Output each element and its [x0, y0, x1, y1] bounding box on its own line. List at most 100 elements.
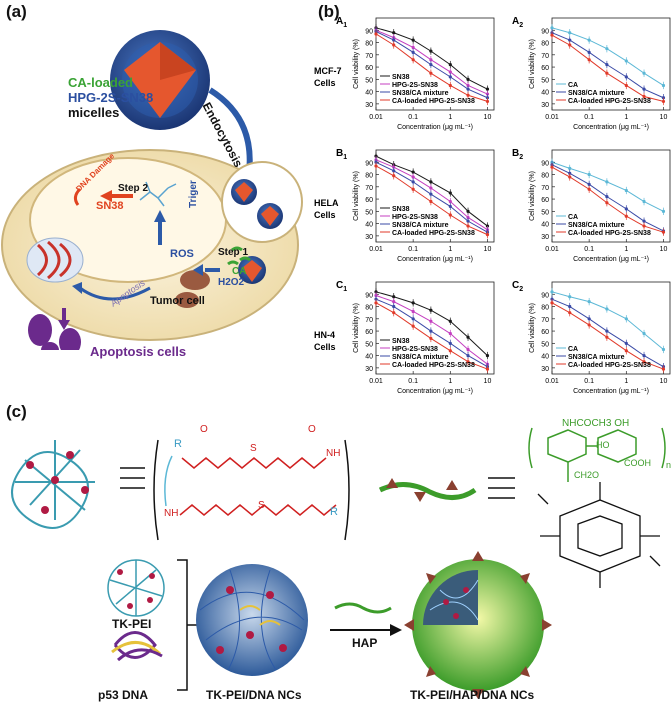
data-point [374, 301, 378, 305]
legend-entry: CA-loaded HPG-2S-SN38 [392, 362, 475, 369]
y-tick-label: 90 [541, 292, 549, 299]
data-point [429, 319, 433, 323]
small-micelle-icon [257, 203, 283, 229]
p53-dna-icon [111, 631, 163, 662]
data-point [605, 195, 609, 199]
triger-label: Triger [188, 180, 199, 208]
tk-pei-dna-nc-label: TK-PEI/DNA NCs [206, 688, 302, 702]
data-point [642, 354, 646, 358]
y-tick-label: 40 [541, 354, 549, 361]
legend-entry: HPG-2S-SN38 [392, 214, 438, 221]
subplot-label-B1: B1 [336, 148, 347, 161]
legend-entry: SN38 [392, 74, 410, 81]
y-tick-label: 90 [365, 160, 373, 167]
data-point [411, 45, 415, 50]
data-point [466, 87, 470, 91]
y-tick-label: 30 [365, 366, 373, 373]
data-point [624, 214, 628, 218]
subplot-label-B2: B2 [512, 148, 523, 161]
data-point [661, 347, 666, 352]
hyaluronic-acid-structure [528, 427, 666, 482]
data-point [550, 26, 554, 30]
apoptotic-cell-icon [28, 314, 52, 346]
data-point [466, 215, 470, 220]
y-tick-label: 70 [541, 185, 549, 192]
data-point [466, 347, 470, 352]
y-axis-label: Cell viability (%) [529, 171, 536, 221]
data-point [411, 324, 415, 328]
data-point [448, 75, 452, 79]
y-tick-label: 60 [365, 329, 373, 336]
y-tick-label: 30 [541, 366, 549, 373]
x-tick-label: 1 [448, 378, 452, 385]
y-tick-label: 90 [365, 292, 373, 299]
row-label: HN-4 [314, 330, 335, 340]
legend-entry: SN38/CA mixture [392, 90, 449, 97]
y-tick-label: 80 [365, 305, 373, 312]
data-point [429, 49, 433, 53]
subplot-label-A2: A2 [512, 16, 523, 29]
x-tick-label: 0.1 [584, 114, 594, 121]
x-tick-label: 0.1 [408, 114, 418, 121]
y-tick-label: 60 [541, 329, 549, 336]
y-tick-label: 60 [365, 197, 373, 204]
nh-label: NH [326, 448, 341, 459]
ca-loaded-label: CA-loaded [68, 75, 133, 90]
panel-label-c: (c) [6, 402, 27, 421]
y-tick-label: 50 [365, 77, 373, 84]
data-point [411, 170, 415, 174]
data-point [448, 191, 452, 195]
data-point [411, 301, 415, 305]
data-point [624, 341, 628, 345]
y-tick-label: 30 [365, 234, 373, 241]
data-point [466, 360, 470, 364]
legend-entry: HPG-2S-SN38 [392, 82, 438, 89]
legend-entry: CA [568, 214, 578, 221]
data-point [448, 213, 452, 217]
y-axis-label: Cell viability (%) [529, 39, 536, 89]
x-tick-label: 1 [448, 114, 452, 121]
y-tick-label: 50 [541, 341, 549, 348]
data-point [466, 224, 470, 228]
data-point [605, 180, 609, 184]
tk-pei-network-icon [11, 440, 95, 529]
y-tick-label: 80 [541, 305, 549, 312]
x-tick-label: 10 [484, 246, 492, 253]
legend-entry: CA-loaded HPG-2S-SN38 [392, 98, 475, 105]
y-tick-label: 80 [541, 41, 549, 48]
mitochondria-icon [180, 270, 210, 290]
y-tick-label: 40 [365, 222, 373, 229]
panel-label-a: (a) [6, 2, 27, 21]
ros-label: ROS [170, 248, 194, 260]
data-point [605, 71, 609, 75]
n-subscript-label: n [666, 460, 672, 470]
data-point [568, 304, 572, 309]
sn38-branch-icon [139, 181, 177, 207]
o-label: O [308, 424, 316, 435]
o-label: O [200, 424, 208, 435]
data-point [587, 38, 591, 42]
data-point [485, 224, 490, 228]
data-point [466, 77, 470, 81]
data-point [624, 188, 628, 193]
x-tick-label: 0.01 [369, 378, 383, 385]
hpg-label: HPG-2S-SN38 [68, 90, 154, 105]
x-tick-label: 10 [484, 378, 492, 385]
y-tick-label: 30 [541, 234, 549, 241]
data-point [448, 83, 452, 88]
data-point [429, 192, 433, 196]
y-tick-label: 30 [541, 102, 549, 109]
y-tick-label: 40 [365, 354, 373, 361]
panel-a-schematic [1, 30, 303, 350]
apoptotic-cell-icon [59, 328, 81, 350]
x-tick-label: 10 [660, 114, 668, 121]
data-point [624, 59, 628, 63]
data-point [448, 70, 452, 74]
y-tick-label: 70 [365, 185, 373, 192]
legend-entry: SN38/CA mixture [392, 222, 449, 229]
data-point [550, 301, 554, 305]
legend-entry: CA [568, 346, 578, 353]
y-tick-label: 50 [365, 341, 373, 348]
legend-entry: CA-loaded HPG-2S-SN38 [568, 362, 651, 369]
